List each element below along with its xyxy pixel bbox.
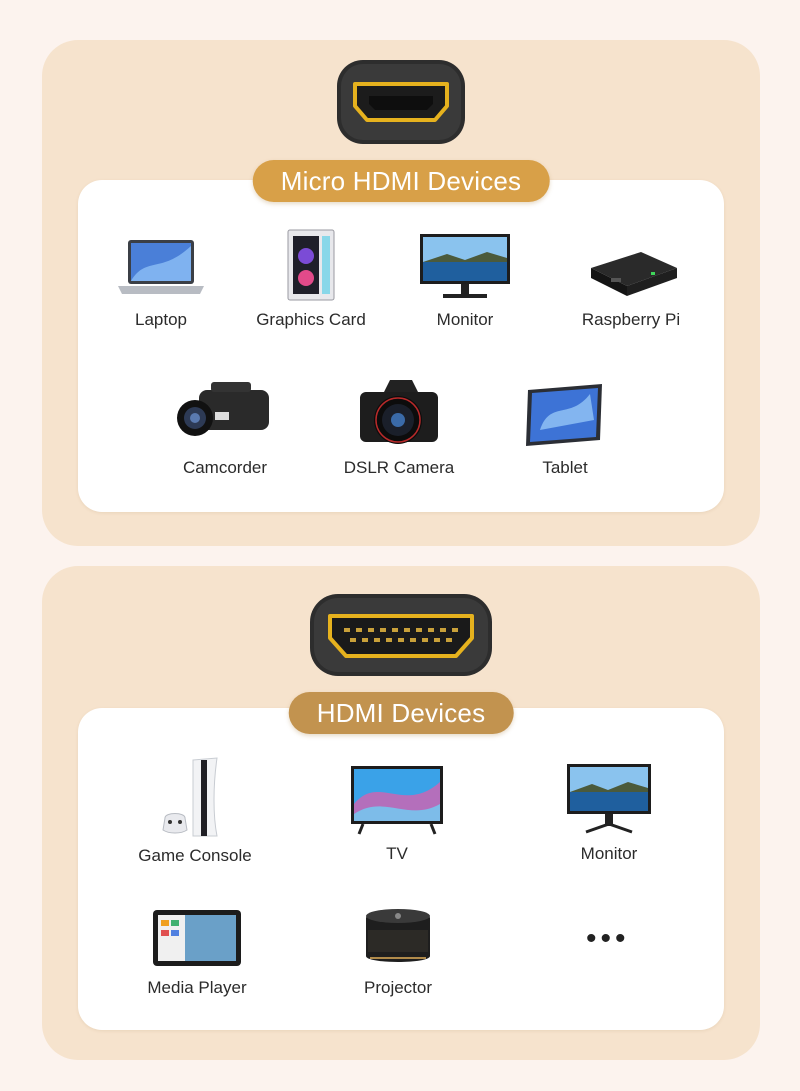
device-label: DSLR Camera — [343, 458, 455, 477]
micro-hdmi-devices-card: Laptop Graphics Card Monitor — [78, 180, 724, 512]
raspberry-pi-icon — [591, 252, 677, 296]
device-label: Media Player — [147, 978, 247, 997]
device-label: Laptop — [135, 310, 187, 329]
device-label: Graphics Card — [256, 310, 366, 329]
game-console-icon — [162, 757, 218, 837]
device-tablet: Tablet — [490, 380, 640, 478]
device-camcorder: Camcorder — [150, 378, 300, 478]
projector-icon — [366, 909, 430, 962]
micro-hdmi-panel: Laptop Graphics Card Monitor — [42, 40, 760, 546]
device-label: Monitor — [436, 310, 494, 329]
device-monitor: Monitor — [534, 762, 684, 864]
media-player-icon — [153, 910, 241, 966]
device-media-player: Media Player — [122, 906, 272, 998]
monitor-icon — [420, 234, 510, 298]
device-label: Camcorder — [182, 458, 268, 477]
device-label: Tablet — [542, 458, 588, 477]
device-label: Game Console — [138, 846, 252, 865]
monitor-icon — [567, 764, 651, 834]
device-label: Projector — [363, 978, 433, 997]
tv-icon — [351, 766, 443, 835]
device-label: Raspberry Pi — [581, 310, 681, 329]
micro-hdmi-connector-icon — [337, 60, 465, 144]
device-graphics-card: Graphics Card — [236, 228, 386, 330]
hdmi-connector-icon — [310, 594, 492, 676]
device-label: TV — [386, 844, 408, 863]
device-raspberry-pi: Raspberry Pi — [556, 238, 706, 330]
laptop-icon — [118, 240, 204, 294]
device-projector: Projector — [323, 904, 473, 998]
tablet-icon — [526, 384, 602, 446]
dslr-camera-icon — [360, 380, 438, 444]
camcorder-icon — [177, 382, 269, 436]
graphics-card-icon — [287, 229, 335, 301]
more-devices-indicator: ••• — [586, 922, 630, 955]
hdmi-panel: Game Console TV Monitor — [42, 566, 760, 1060]
device-label: Monitor — [580, 844, 638, 863]
device-dslr-camera: DSLR Camera — [324, 376, 474, 478]
micro-hdmi-title: Micro HDMI Devices — [252, 160, 550, 202]
hdmi-devices-card: Game Console TV Monitor — [78, 708, 724, 1030]
device-game-console: Game Console — [120, 756, 270, 866]
device-tv: TV — [322, 764, 472, 864]
device-monitor: Monitor — [390, 232, 540, 330]
hdmi-title: HDMI Devices — [288, 692, 514, 734]
device-laptop: Laptop — [86, 236, 236, 330]
